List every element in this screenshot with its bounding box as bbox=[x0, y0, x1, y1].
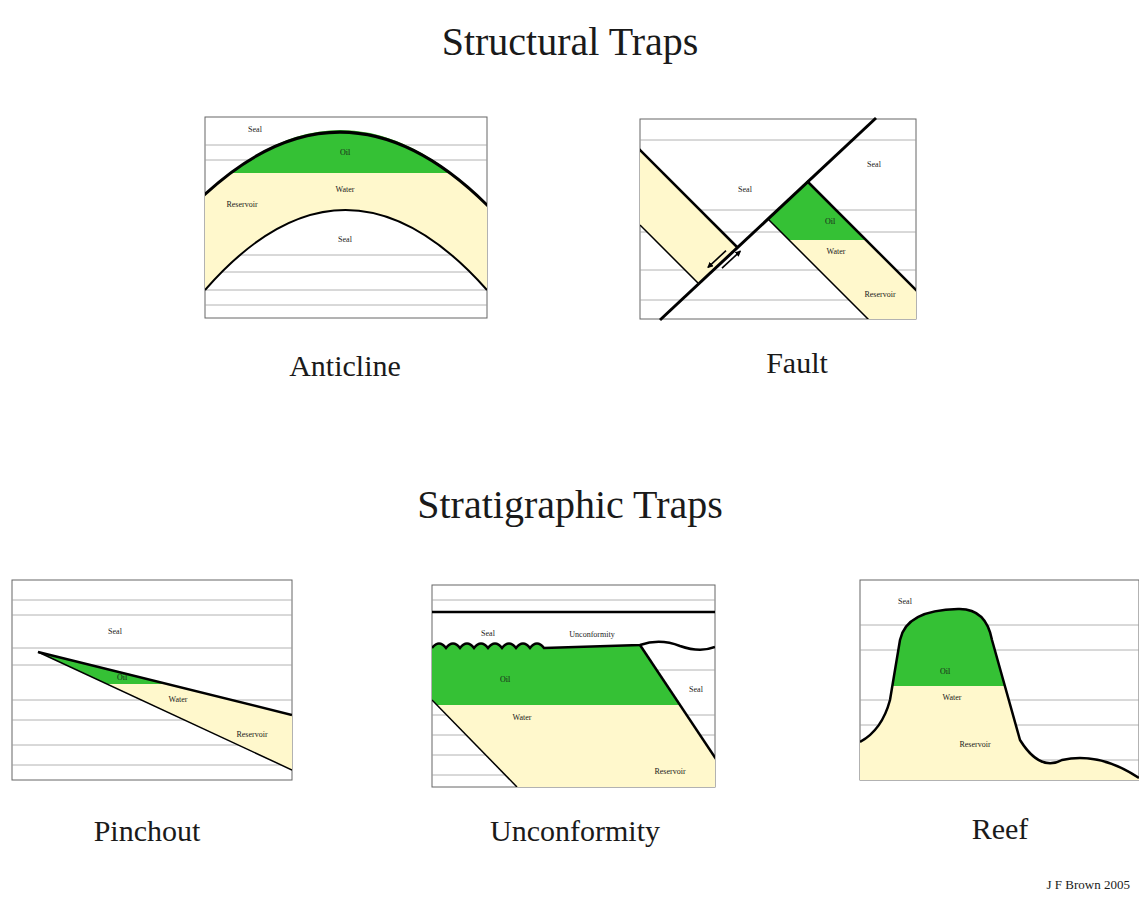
fluid-label: Oil bbox=[340, 149, 350, 158]
fluid-label: Water bbox=[513, 714, 532, 723]
layer-label: Seal bbox=[480, 630, 496, 639]
layer-label: Reservoir bbox=[959, 741, 990, 750]
layer-label: Seal bbox=[897, 598, 913, 607]
unconformity-panel bbox=[432, 585, 718, 787]
layer-label: Reservoir bbox=[226, 201, 257, 210]
layer-label: Reservoir bbox=[864, 291, 895, 300]
trap-caption: Fault bbox=[766, 346, 828, 379]
fluid-label: Oil bbox=[940, 668, 950, 677]
fluid-label: Oil bbox=[500, 676, 510, 685]
reef-panel bbox=[860, 580, 1139, 780]
anticline-panel bbox=[200, 117, 492, 318]
layer-label: Seal bbox=[337, 236, 353, 245]
fault-panel bbox=[634, 118, 922, 323]
trap-caption: Reef bbox=[972, 812, 1029, 845]
trap-caption: Unconformity bbox=[490, 814, 660, 847]
trap-caption: Anticline bbox=[289, 349, 401, 382]
layer-label: Seal bbox=[107, 628, 123, 637]
credit-note: J F Brown 2005 bbox=[1047, 878, 1130, 892]
layer-label: Seal bbox=[737, 186, 753, 195]
trap-caption: Pinchout bbox=[94, 814, 201, 847]
fluid-label: Oil bbox=[825, 218, 835, 227]
section-heading: Structural Traps bbox=[442, 20, 699, 64]
layer-label: Reservoir bbox=[654, 768, 685, 777]
fluid-label: Water bbox=[336, 186, 355, 195]
fluid-label: Water bbox=[827, 248, 846, 257]
layer-label: Seal bbox=[866, 161, 882, 170]
layer-label: Seal bbox=[688, 686, 704, 695]
section-heading: Stratigraphic Traps bbox=[417, 483, 723, 527]
layer-label: Seal bbox=[247, 126, 263, 135]
pinchout-panel bbox=[12, 580, 292, 780]
fluid-label: Oil bbox=[117, 674, 127, 683]
layer-label: Unconformity bbox=[568, 631, 615, 640]
fluid-label: Water bbox=[169, 696, 188, 705]
fluid-label: Water bbox=[943, 694, 962, 703]
layer-label: Reservoir bbox=[236, 731, 267, 740]
